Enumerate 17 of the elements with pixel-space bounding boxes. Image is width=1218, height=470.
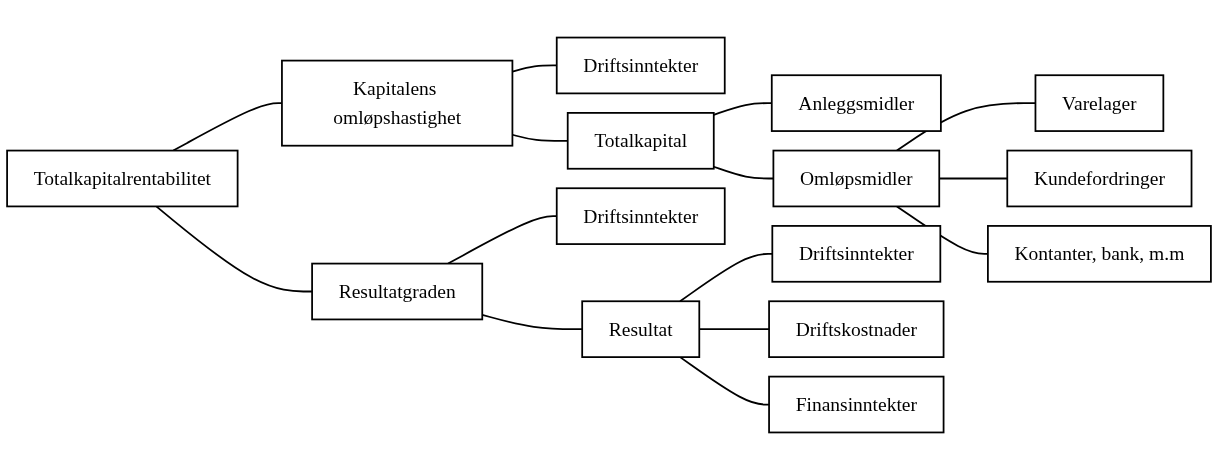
node-box: Kapitalens omløpshastighet: [281, 59, 514, 147]
node-box: Anleggsmidler: [770, 74, 942, 132]
node-box: Driftsinntekter: [555, 36, 726, 95]
node-box: Varelager: [1034, 74, 1165, 132]
node-box: Driftskostnader: [768, 300, 945, 358]
node-box: Kontanter, bank, m.m: [987, 225, 1212, 283]
node-box: Driftsinntekter: [771, 225, 942, 283]
node-box: Totalkapitalrentabilitet: [6, 149, 239, 208]
node-box: Totalkapital: [566, 112, 715, 170]
node-box: Finansinntekter: [768, 375, 945, 434]
node-box: Driftsinntekter: [555, 187, 726, 245]
node-box: Resultatgraden: [311, 262, 484, 321]
node-box: Omløpsmidler: [772, 149, 941, 208]
node-box: Resultat: [581, 300, 701, 358]
connector: [679, 356, 770, 406]
connector: [155, 205, 313, 293]
node-box: Kundefordringer: [1006, 149, 1193, 208]
